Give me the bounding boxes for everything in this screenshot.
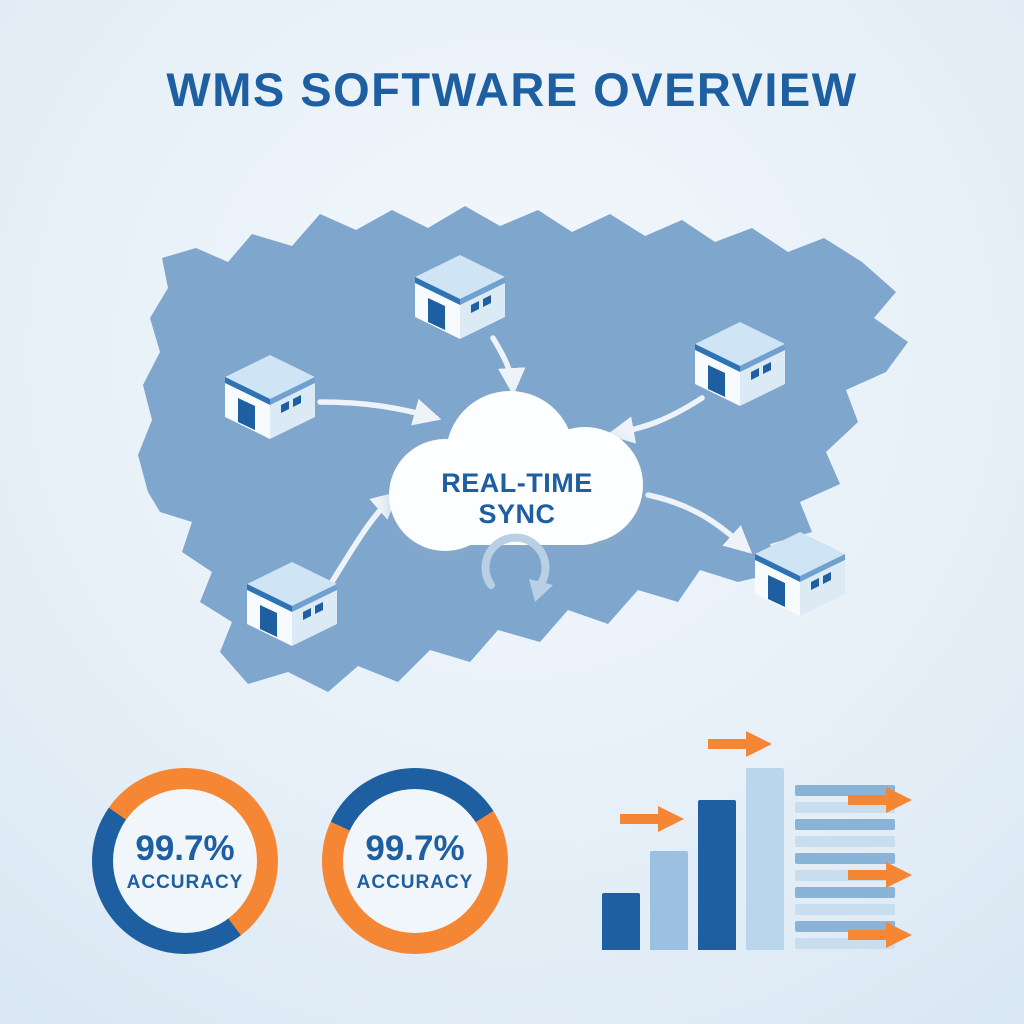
cloud-label-line1: REAL-TIME: [441, 468, 593, 498]
vertical-bar: [650, 851, 688, 950]
arrow-right-icon: [848, 922, 912, 948]
arrow-right-icon: [848, 862, 912, 888]
accuracy-donut-2: 99.7% ACCURACY: [322, 768, 508, 954]
donut-hole: [113, 789, 257, 933]
hbar-row: [795, 938, 895, 949]
sync-arrow-icon: [481, 533, 553, 602]
cloud-icon: [389, 391, 643, 551]
hbar-row: [795, 819, 895, 830]
cloud-label: REAL-TIME SYNC: [392, 468, 642, 530]
hbar-stack: [795, 785, 895, 949]
accuracy-donut-1: 99.7% ACCURACY: [92, 768, 278, 954]
hbar-row: [795, 887, 895, 898]
vertical-bar: [698, 799, 736, 950]
hbar-row: [795, 785, 895, 796]
hbar-row: [795, 921, 895, 932]
accuracy-value: 99.7%: [365, 828, 465, 868]
hbar-row: [795, 836, 895, 847]
vertical-bar: [746, 767, 784, 950]
curved-arrow-icon: [606, 395, 705, 444]
hbar-row: [795, 802, 895, 813]
curved-arrow-icon: [645, 492, 753, 554]
hbar-row: [795, 870, 895, 881]
accuracy-value: 99.7%: [135, 828, 235, 868]
vertical-bar: [602, 893, 640, 950]
hbar-row: [795, 853, 895, 864]
page-title: WMS SOFTWARE OVERVIEW: [166, 63, 858, 116]
accuracy-label: ACCURACY: [126, 871, 244, 893]
cloud-label-line2: SYNC: [478, 499, 556, 529]
arrow-right-icon: [708, 731, 772, 757]
curved-arrow-icon: [490, 335, 526, 396]
arrow-right-icon: [848, 787, 912, 813]
hbar-row: [795, 904, 895, 915]
accuracy-label: ACCURACY: [356, 871, 474, 893]
bar-chart: [602, 760, 792, 950]
curved-arrow-icon: [327, 491, 400, 588]
curved-arrow-icon: [317, 398, 442, 426]
arrow-right-icon: [620, 806, 684, 832]
donut-hole: [343, 789, 487, 933]
